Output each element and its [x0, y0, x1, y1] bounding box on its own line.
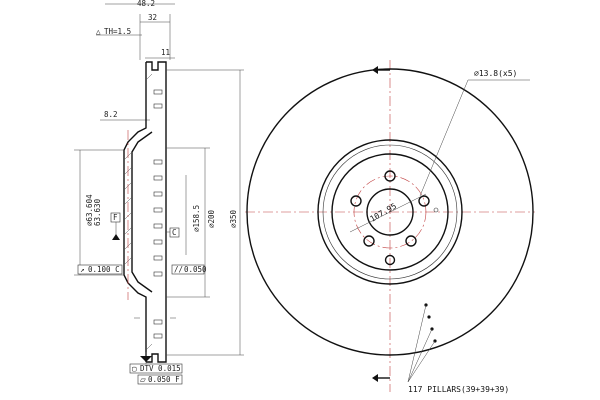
dim-hub-bore: ⌀63.604 — [85, 194, 94, 226]
tol-flatness-f: 0.050 F — [148, 375, 180, 384]
dim-dia-158-5: ⌀158.5 — [192, 205, 201, 232]
bolt-hole-4 — [363, 235, 375, 247]
small-hole — [433, 207, 439, 213]
disc-outer-edge — [246, 68, 534, 356]
bolt-hole-3 — [405, 235, 417, 247]
locating-hole — [384, 254, 396, 266]
dim-dia-200: ⌀200 — [207, 209, 216, 228]
cut-arrow-bottom-icon — [372, 374, 378, 382]
dim-width-11: 11 — [161, 48, 170, 57]
tol-parallel: 0.050 — [184, 265, 207, 274]
bolt-hole-1 — [384, 170, 396, 182]
parallel-frame — [171, 264, 205, 275]
dtv-icon: ▢ — [132, 364, 137, 373]
dim-hub-bore-min: 63.630 — [93, 198, 102, 226]
pillar-leader-1 — [407, 304, 427, 383]
hat-inner-wall — [131, 131, 153, 293]
dtv-arrow-icon — [140, 356, 152, 362]
front-view: 107.95 ⌀13.8(x5) 117 PILLARS(39+39+39) — [245, 60, 535, 394]
vent-slots — [153, 89, 163, 339]
datum-f-label: F — [113, 213, 118, 222]
tol-runout-c: 0.100 C — [88, 265, 120, 274]
dim-th: TH=1.5 — [104, 27, 131, 36]
section-view: 48.2 32 △ TH=1.5 11 8.2 — [74, 0, 244, 385]
datum-c-label: C — [172, 228, 177, 237]
dim-offset-8-2: 8.2 — [104, 110, 118, 119]
bolt-hole-5 — [350, 195, 362, 207]
dtv-frame — [129, 363, 183, 374]
dim-width-32: 32 — [148, 13, 157, 22]
flatness-icon: ⏥ — [140, 375, 147, 384]
pillar-dot-2 — [427, 315, 431, 319]
hat-outer-circle — [317, 139, 463, 285]
runout-arrow-icon: ↗ — [80, 265, 85, 274]
bolt-hole-2 — [418, 195, 430, 207]
disc-section-outline — [123, 61, 167, 363]
cut-arrow-top-icon — [372, 66, 378, 74]
pillar-leader-3 — [407, 340, 436, 383]
bolt-hole-leader — [419, 79, 469, 197]
pcd-circle — [353, 175, 427, 249]
pcd-dim-line — [349, 193, 427, 233]
hat-inner-circle — [331, 153, 449, 271]
pillar-leader-2 — [407, 328, 433, 383]
flatness-frame — [137, 374, 183, 385]
center-bore — [366, 188, 414, 236]
tol-dtv: DTV 0.015 — [140, 364, 181, 373]
dim-dia-350: ⌀350 — [229, 209, 238, 228]
hat-step-circle — [322, 144, 458, 280]
datum-f-box — [110, 212, 121, 223]
th-triangle-icon: △ — [96, 27, 101, 36]
dim-width-total: 48.2 — [137, 0, 155, 8]
runout-frame — [77, 264, 123, 275]
parallel-icon: // — [174, 265, 183, 274]
dim-bolt-holes: ⌀13.8(x5) — [474, 69, 517, 78]
dim-pillars: 117 PILLARS(39+39+39) — [408, 385, 509, 394]
datum-f-triangle-icon — [112, 234, 120, 240]
datum-c-box — [169, 227, 180, 238]
